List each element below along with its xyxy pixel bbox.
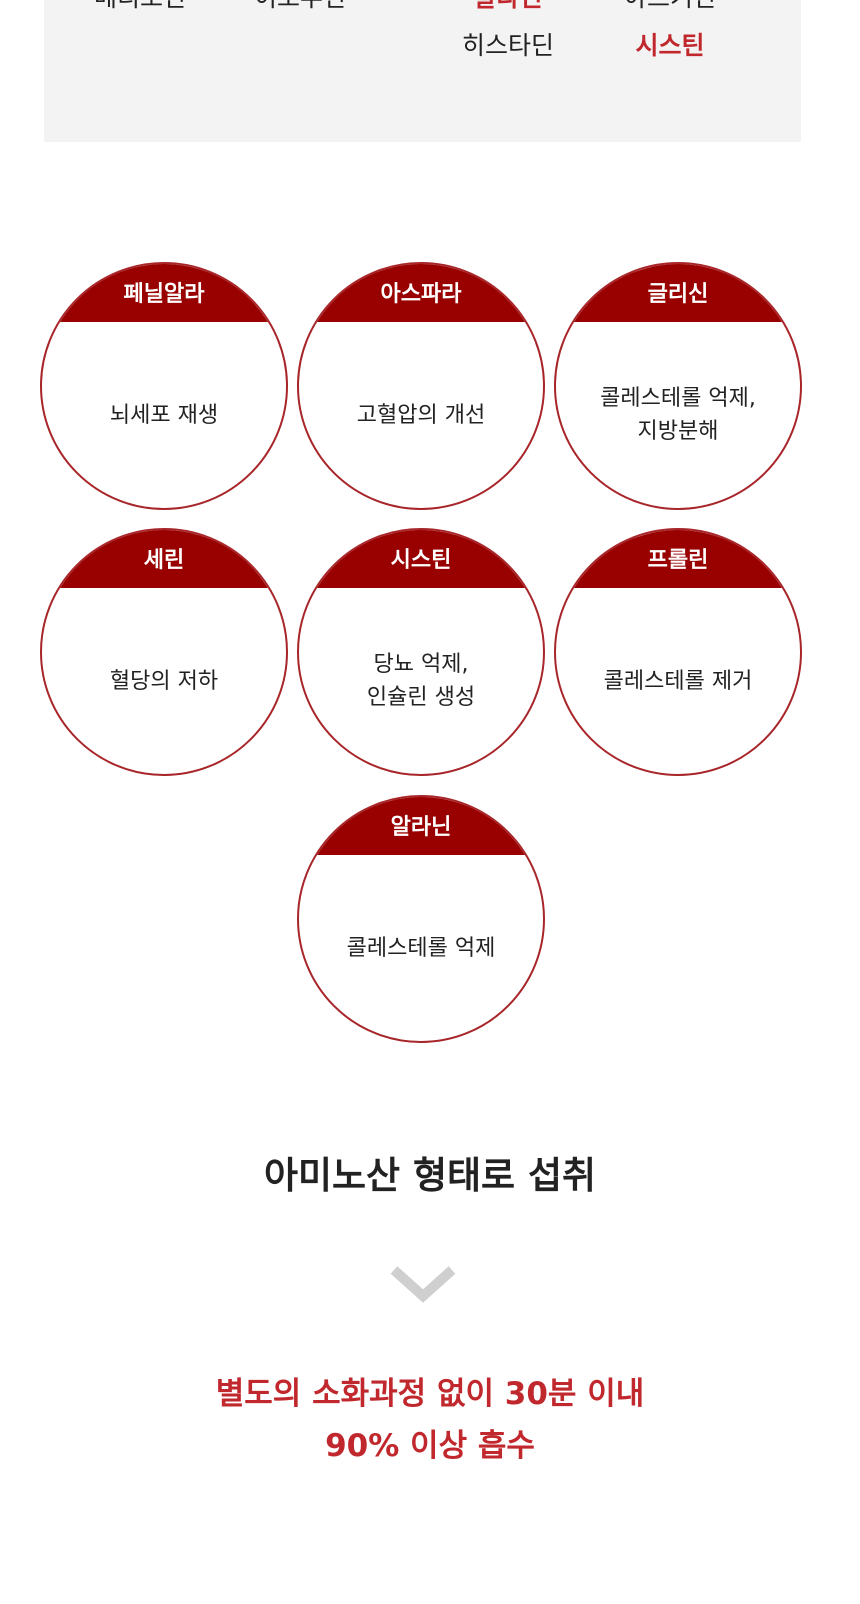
circle-label: 알라닌 xyxy=(299,797,543,855)
circle-effect: 고혈압의 개선 xyxy=(356,402,486,428)
chevron-down-icon xyxy=(390,1266,456,1303)
amino-acid-highlight: 알라닌 xyxy=(473,0,542,14)
circle-effect: 콜레스테롤 제거 xyxy=(603,668,753,694)
amino-acid: 메티오닌 xyxy=(94,0,186,14)
amino-acid-list-box xyxy=(44,0,801,142)
circle-label: 프롤린 xyxy=(556,530,800,588)
circle-effect: 콜레스테롤 억제 xyxy=(346,935,496,961)
amino-acid-highlight: 시스틴 xyxy=(635,31,705,60)
circle-label: 세린 xyxy=(42,530,286,588)
circle-label: 페닐알라 xyxy=(42,264,286,322)
circle-effect: 당뇨 억제, 인슐린 생성 xyxy=(366,652,476,710)
circle-effect: 뇌세포 재생 xyxy=(109,402,219,428)
circle-effect: 혈당의 저하 xyxy=(109,668,219,694)
absorption-note: 별도의 소화과정 없이 30분 이내 90% 이상 흡수 xyxy=(215,1376,645,1464)
amino-acid: 이소루신 xyxy=(254,0,346,14)
circle-label: 시스틴 xyxy=(299,530,543,588)
amino-acid: 아르기닌 xyxy=(624,0,716,14)
circle-effect: 콜레스테롤 억제, 지방분해 xyxy=(600,386,756,444)
circle-label: 글리신 xyxy=(556,264,800,322)
amino-acid: 히스타딘 xyxy=(461,31,555,60)
circle-label: 아스파라 xyxy=(299,264,543,322)
section-title: 아미노산 형태로 섭취 xyxy=(263,1154,597,1197)
